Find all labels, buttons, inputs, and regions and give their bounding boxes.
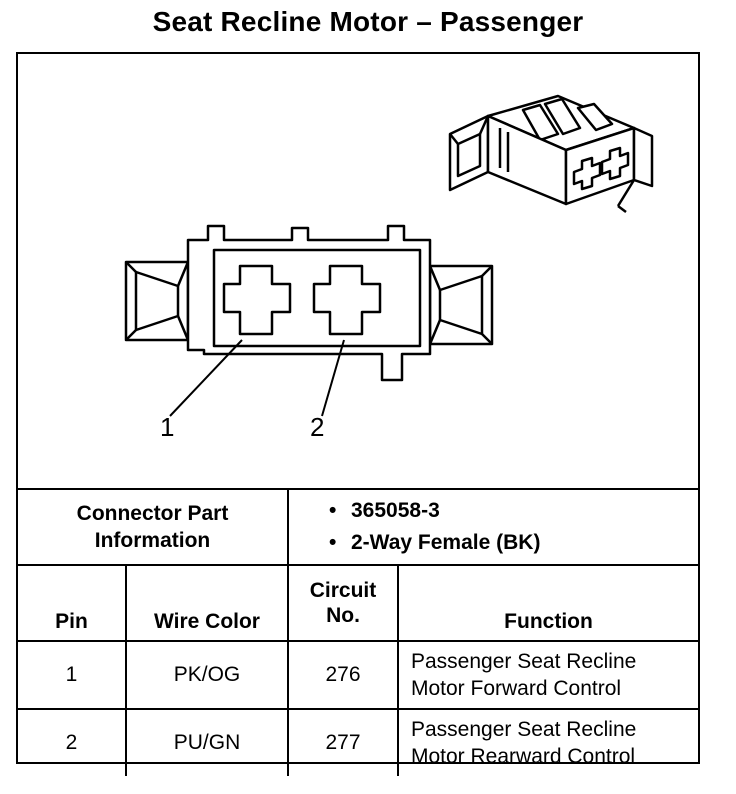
table-row: 2 PU/GN 277 Passenger Seat Recline Motor…: [18, 708, 698, 776]
pin-number: 2: [18, 708, 127, 776]
pin-2-callout: 2: [310, 412, 324, 442]
connector-info-label: Connector Part Information: [18, 488, 289, 566]
header-circuit-no: Circuit No.: [287, 564, 399, 642]
connector-sheet: 1 2 Connector Part Information •365058-3…: [16, 52, 700, 776]
connector-isometric-view: [448, 94, 654, 213]
circuit-number: 277: [287, 708, 399, 776]
pin-number: 1: [18, 640, 127, 710]
function-description: Passenger Seat Recline Motor Forward Con…: [397, 640, 698, 710]
wire-color: PK/OG: [125, 640, 289, 710]
connector-face-view: [124, 224, 494, 417]
connector-type: •2-Way Female (BK): [329, 531, 541, 554]
connector-diagram: 1 2: [124, 94, 654, 442]
header-function: Function: [397, 564, 698, 642]
function-description: Passenger Seat Recline Motor Rearward Co…: [397, 708, 698, 776]
pinout-table: Connector Part Information •365058-3 •2-…: [18, 488, 698, 776]
circuit-number: 276: [287, 640, 399, 710]
header-pin: Pin: [18, 564, 127, 642]
page-title: Seat Recline Motor – Passenger: [152, 6, 584, 37]
pin-1-callout: 1: [160, 412, 174, 442]
part-number: •365058-3: [329, 499, 440, 522]
wire-color: PU/GN: [125, 708, 289, 776]
connector-info-row: Connector Part Information •365058-3 •2-…: [18, 488, 698, 566]
header-wire-color: Wire Color: [125, 564, 289, 642]
table-header-row: Pin Wire Color Circuit No. Function: [18, 564, 698, 642]
connector-info-values: •365058-3 •2-Way Female (BK): [287, 488, 698, 566]
table-row: 1 PK/OG 276 Passenger Seat Recline Motor…: [18, 640, 698, 710]
